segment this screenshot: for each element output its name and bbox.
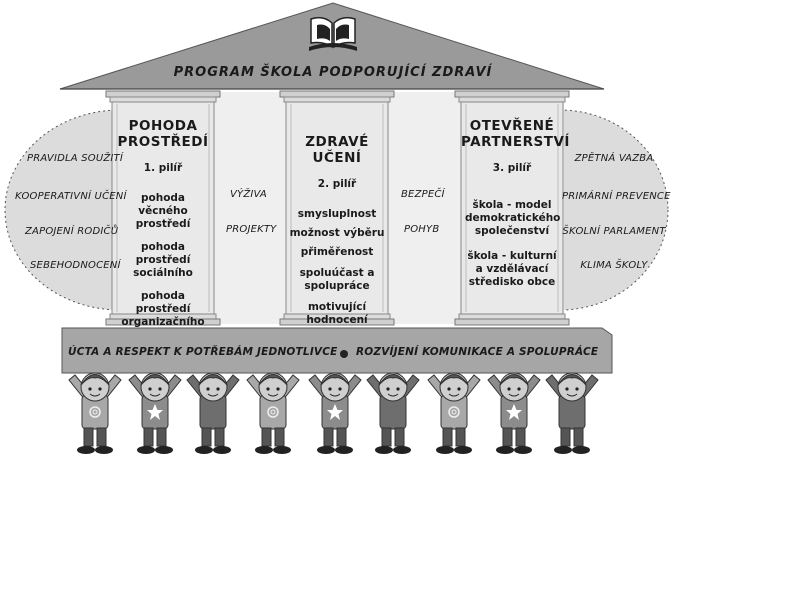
gap-left-item-2: PROJEKTY bbox=[226, 224, 277, 235]
pillar-1-heading-line2: PROSTŘEDÍ bbox=[117, 134, 209, 150]
base-slab bbox=[61, 327, 613, 374]
pillar-1-heading-line1: POHODA bbox=[128, 118, 198, 134]
pillar-3-heading-line1: OTEVŘENÉ bbox=[469, 118, 555, 134]
pillar-1-item-3: pohoda prostředí organizačního bbox=[121, 290, 205, 328]
pillar-2-item-1: smysluplnost bbox=[297, 208, 377, 220]
pillar-2-heading: ZDRAVÉ UČENÍ bbox=[305, 134, 369, 166]
children-figures bbox=[68, 372, 599, 454]
gap-right-item-2: POHYB bbox=[404, 224, 440, 235]
pillar-2-item-2: možnost výběru bbox=[289, 227, 385, 239]
pillar-3 bbox=[454, 90, 570, 326]
pillar-2-number: 2. pilíř bbox=[317, 178, 357, 190]
pillar-1-text: POHODA PROSTŘEDÍ 1. pilíř pohoda věcného… bbox=[112, 118, 214, 329]
book-logo-icon bbox=[309, 16, 357, 51]
diagram-title: PROGRAM ŠKOLA PODPORUJÍCÍ ZDRAVÍ bbox=[173, 65, 493, 80]
pillar-1 bbox=[105, 90, 221, 326]
gap-right-item-1: BEZPEČÍ bbox=[401, 189, 445, 200]
child-figure-1 bbox=[68, 372, 122, 454]
right-item-1: ZPĚTNÁ VAZBA bbox=[574, 153, 654, 164]
base-bullet bbox=[340, 350, 348, 358]
pillar-2 bbox=[279, 90, 395, 326]
pillar-1-item-1: pohoda věcného prostředí bbox=[135, 192, 191, 230]
child-figure-8 bbox=[487, 372, 541, 454]
left-item-2: KOOPERATIVNÍ UČENÍ bbox=[15, 191, 127, 202]
pillar-3-heading-line2: PARTNERSTVÍ bbox=[461, 134, 570, 150]
right-item-2: PRIMÁRNÍ PREVENCE bbox=[562, 191, 671, 202]
child-figure-6 bbox=[366, 372, 420, 454]
base-left-text: ÚCTA A RESPEKT K POTŘEBÁM JEDNOTLIVCE bbox=[68, 346, 338, 358]
pillar-3-text: OTEVŘENÉ PARTNERSTVÍ 3. pilíř škola - mo… bbox=[461, 118, 570, 289]
right-item-3: ŠKOLNÍ PARLAMENT bbox=[562, 226, 666, 237]
left-item-1: PRAVIDLA SOUŽITÍ bbox=[27, 153, 123, 164]
child-figure-5 bbox=[308, 372, 362, 454]
pillar-1-item-2: pohoda prostředí sociálního bbox=[133, 241, 193, 279]
left-item-3: ZAPOJENÍ RODIČŮ bbox=[25, 226, 119, 237]
gap-left-item-1: VÝŽIVA bbox=[230, 189, 267, 200]
left-item-4: SEBEHODNOCENÍ bbox=[30, 260, 121, 271]
base-right-text: ROZVÍJENÍ KOMUNIKACE A SPOLUPRÁCE bbox=[356, 346, 599, 358]
pillar-2-item-5: motivující hodnocení bbox=[306, 301, 368, 326]
child-figure-4 bbox=[246, 372, 300, 454]
child-figure-9 bbox=[545, 372, 599, 454]
pillar-3-item-1: škola - model demokratického společenstv… bbox=[465, 199, 561, 237]
child-figure-7 bbox=[427, 372, 481, 454]
pillar-3-item-2: škola - kulturní a vzdělávací středisko … bbox=[467, 250, 557, 288]
pillar-2-item-3: přiměřenost bbox=[300, 246, 374, 258]
pillar-3-number: 3. pilíř bbox=[492, 162, 532, 174]
pillar-1-number: 1. pilíř bbox=[143, 162, 183, 174]
child-figure-3 bbox=[186, 372, 240, 454]
right-item-4: KLIMA ŠKOLY bbox=[580, 260, 648, 271]
pillar-2-item-4: spoluúčast a spolupráce bbox=[299, 267, 375, 292]
pillar-2-text: ZDRAVÉ UČENÍ 2. pilíř smysluplnost možno… bbox=[286, 134, 388, 327]
child-figure-2 bbox=[128, 372, 182, 454]
